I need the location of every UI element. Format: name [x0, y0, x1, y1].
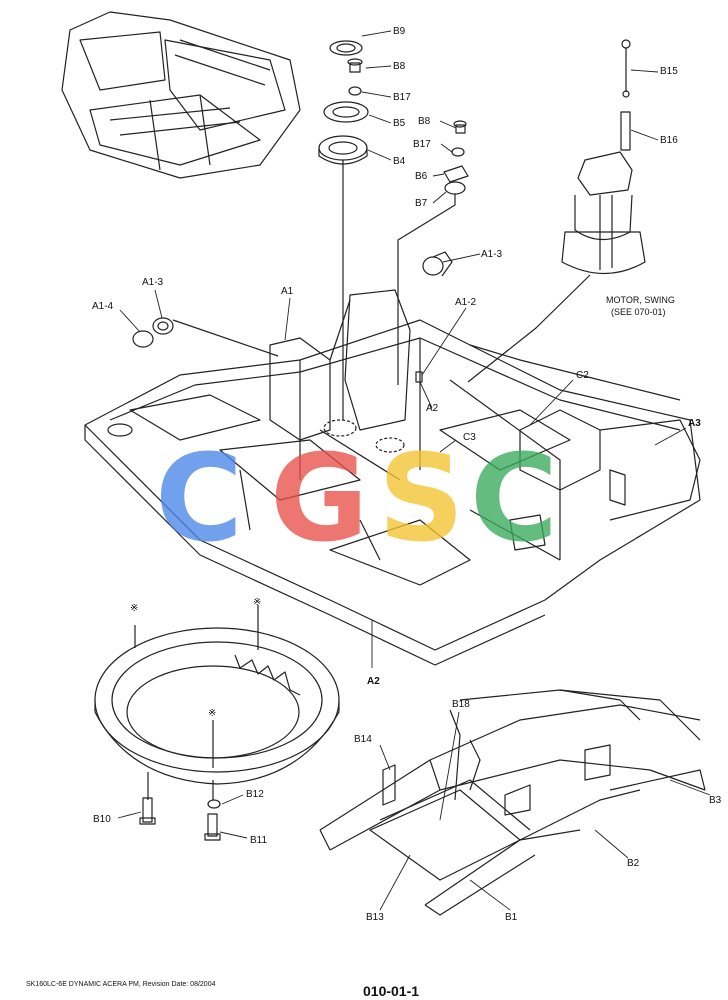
reference-mark-2: ※ [253, 597, 262, 608]
label-b3: B3 [709, 795, 722, 806]
label-b17-mid: B17 [413, 139, 431, 150]
watermark-letter-4: C [470, 430, 559, 569]
label-b1: B1 [505, 912, 518, 923]
footer-caption: SK160LC-6E DYNAMIC ACERA PM, Revision Da… [26, 981, 216, 988]
main-frame [84, 289, 701, 666]
label-a1-3-left: A1-3 [142, 277, 164, 288]
label-b18: B18 [452, 699, 470, 710]
label-c3: C3 [463, 432, 476, 443]
track-frame-detail [319, 689, 706, 916]
swing-ring [94, 605, 340, 800]
label-b17-top: B17 [393, 92, 411, 103]
leader-lines [117, 30, 711, 911]
label-c2: C2 [576, 370, 589, 381]
label-b12: B12 [246, 789, 264, 800]
machine-overview-inset [61, 11, 301, 179]
label-motor-line1: MOTOR, SWING [606, 295, 675, 305]
label-b2: B2 [627, 858, 640, 869]
watermark-letter-3: S [378, 430, 465, 569]
label-b9: B9 [393, 26, 406, 37]
label-a1-2: A1-2 [455, 297, 477, 308]
label-b4: B4 [393, 156, 406, 167]
watermark-letter-2: G [270, 430, 369, 569]
label-a2-mid: A2 [426, 403, 439, 414]
label-b11: B11 [250, 835, 268, 846]
watermark-letter-1: C [155, 430, 244, 569]
label-b5: B5 [393, 118, 406, 129]
swing-bearing-parts [318, 40, 369, 420]
label-a1-3-right: A1-3 [481, 249, 503, 260]
label-b8-top: B8 [393, 61, 406, 72]
label-a2-bottom: A2 [367, 676, 380, 687]
label-b13: B13 [366, 912, 384, 923]
label-b6: B6 [415, 171, 428, 182]
label-b8-mid: B8 [418, 116, 431, 127]
reference-mark-3: ※ [208, 708, 217, 719]
reference-mark-1: ※ [130, 603, 139, 614]
small-parts-group [397, 120, 469, 385]
page-number: 010-01-1 [363, 983, 420, 999]
bolts [139, 780, 221, 841]
label-motor-line2: (SEE 070-01) [611, 307, 666, 317]
label-b16: B16 [660, 135, 678, 146]
bushing-parts [132, 251, 453, 357]
label-b15: B15 [660, 66, 678, 77]
swing-motor [467, 39, 646, 383]
label-b10: B10 [93, 814, 111, 825]
label-b7: B7 [415, 198, 428, 209]
label-a3: A3 [688, 418, 701, 429]
label-a1: A1 [281, 286, 294, 297]
label-a1-4: A1-4 [92, 301, 114, 312]
label-b14: B14 [354, 734, 372, 745]
